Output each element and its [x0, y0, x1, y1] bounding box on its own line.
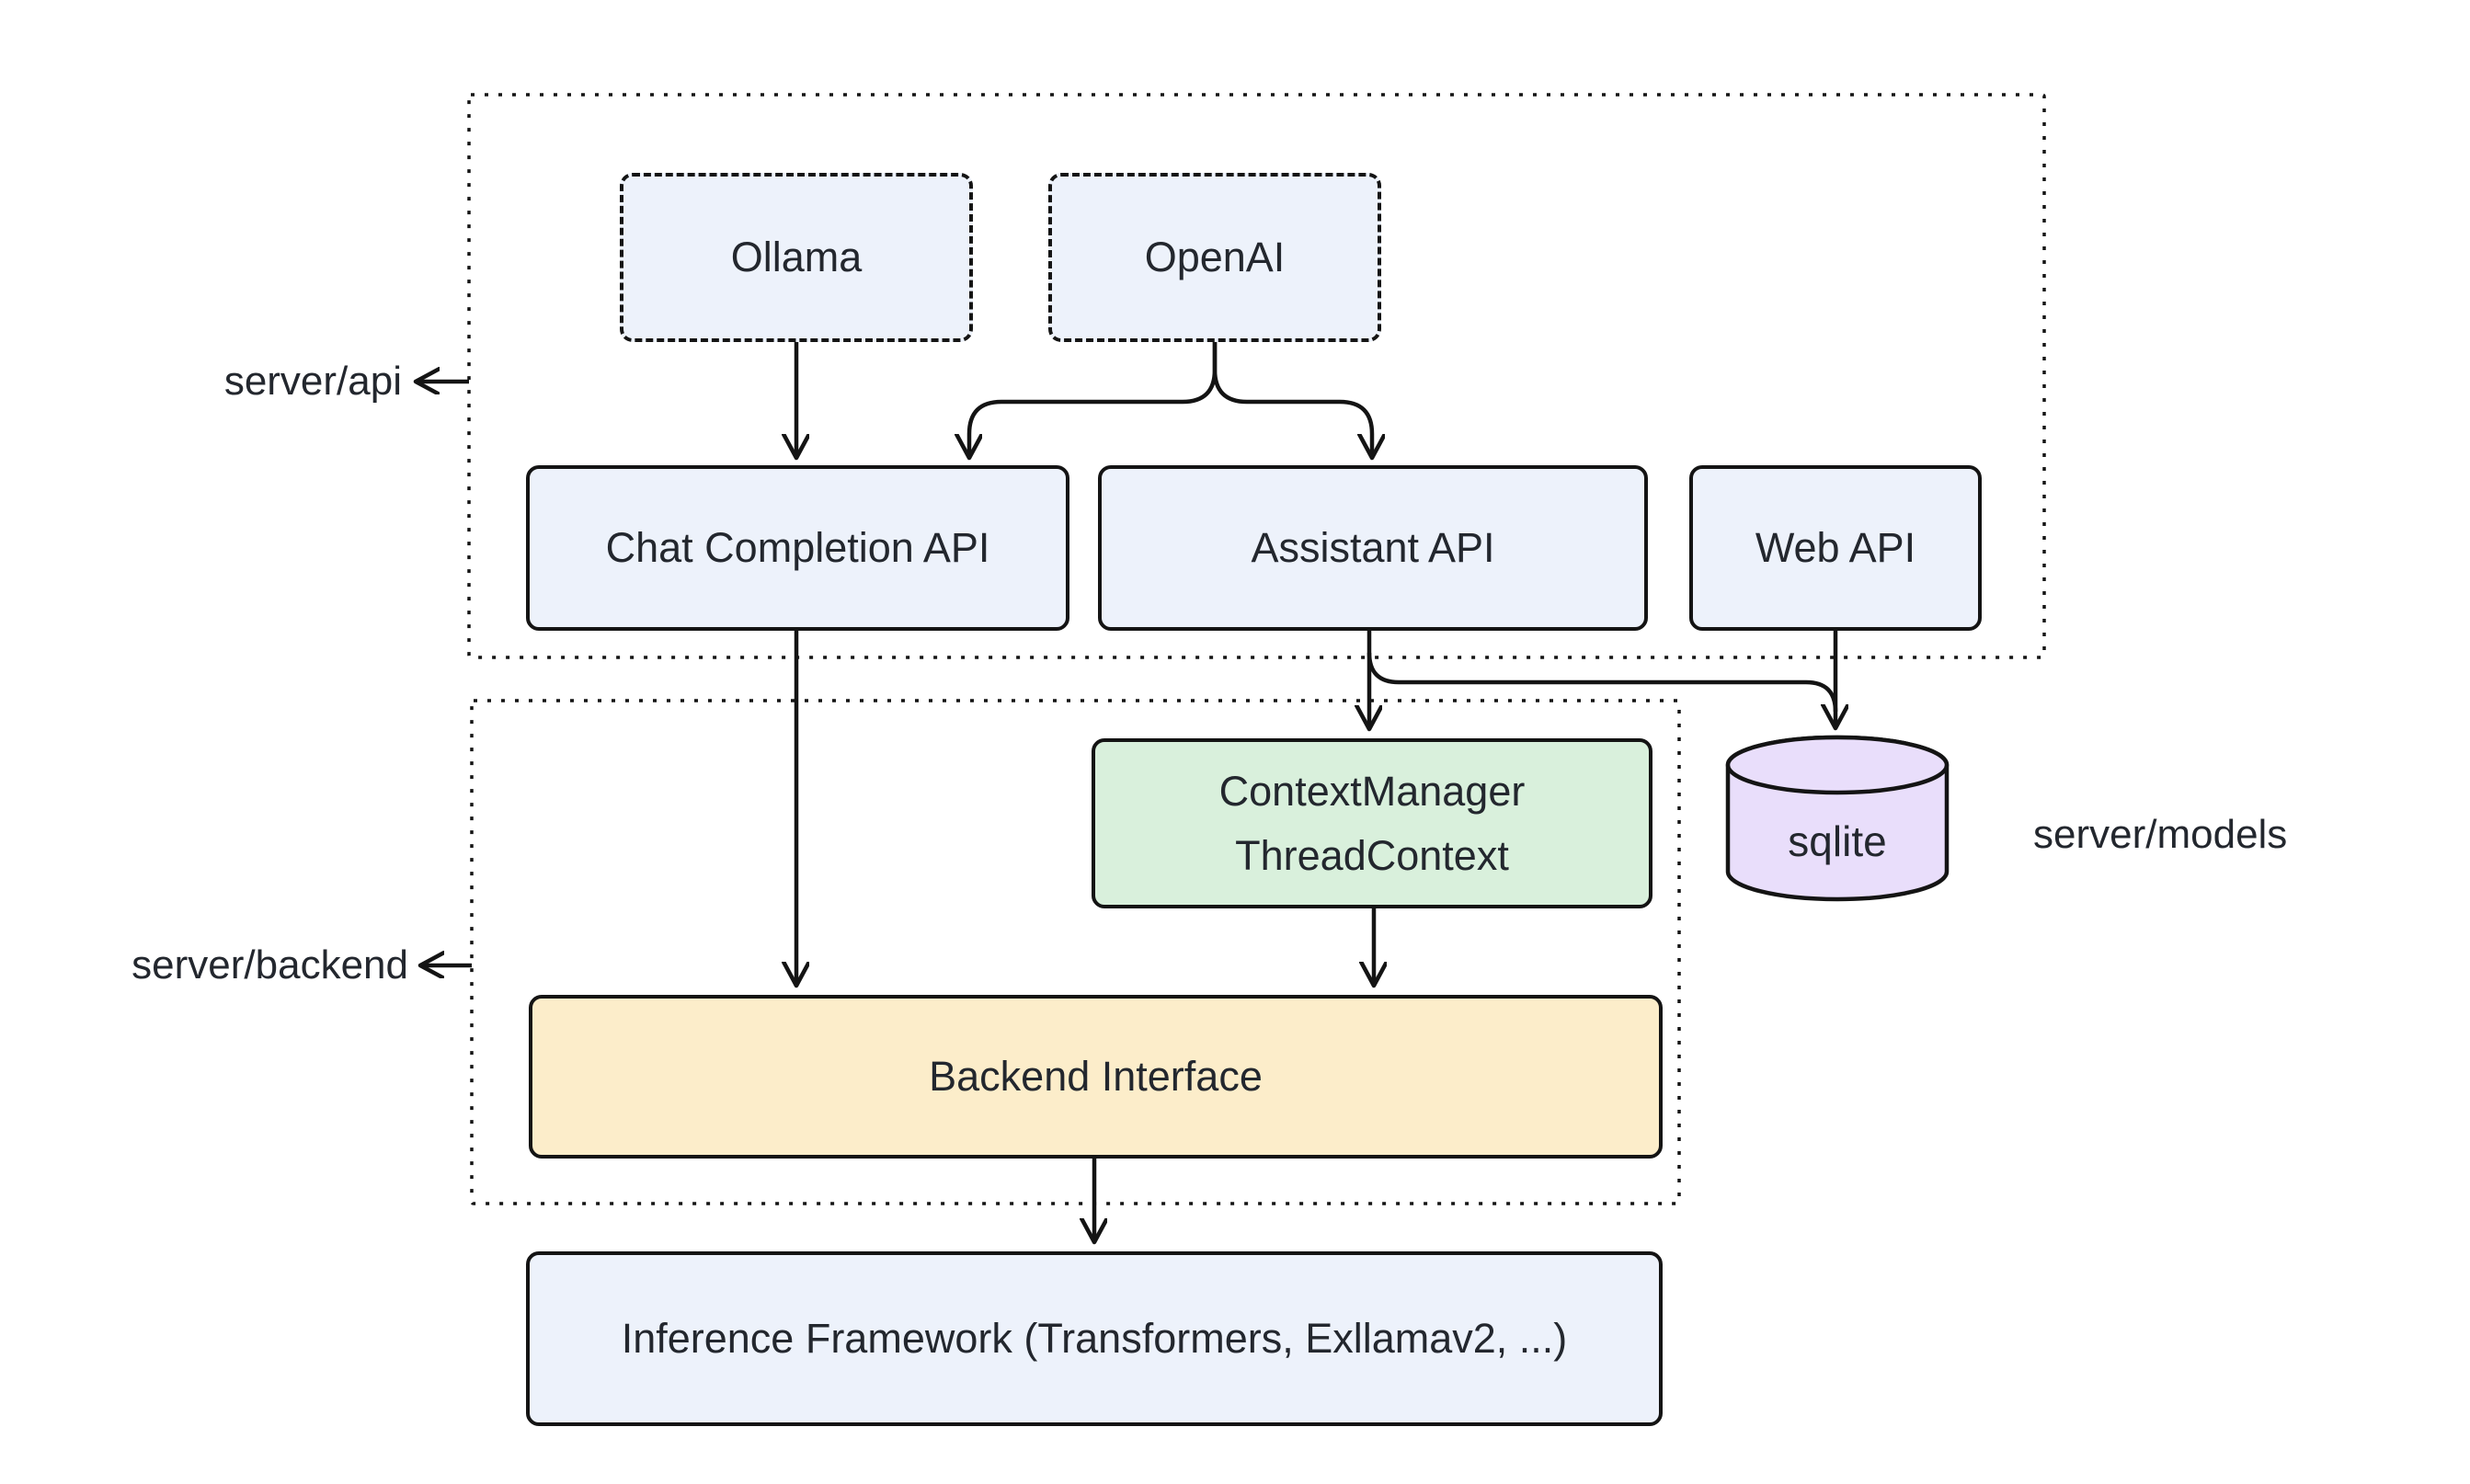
node-sqlite-label: sqlite	[1788, 817, 1887, 865]
context-manager-line-1: ContextManager	[1218, 767, 1526, 815]
node-backend-interface: Backend Interface	[529, 995, 1663, 1159]
node-assistant-api: Assistant API	[1098, 465, 1648, 631]
server-api-group-border	[467, 93, 2046, 659]
node-chat-completion-api-label: Chat Completion API	[605, 524, 990, 572]
node-context-manager-label: ContextManager ThreadContext	[1219, 759, 1526, 888]
arrow-openai-to-chat-completion	[969, 340, 1218, 458]
node-openai: OpenAI	[1048, 173, 1381, 342]
node-backend-interface-label: Backend Interface	[929, 1053, 1263, 1101]
sqlite-database-cylinder	[1725, 735, 1950, 902]
node-ollama-label: Ollama	[730, 234, 863, 281]
node-context-manager: ContextManager ThreadContext	[1092, 738, 1652, 908]
context-manager-line-2: ThreadContext	[1235, 831, 1509, 879]
group-label-server-backend: server/backend	[132, 942, 408, 987]
node-web-api-label: Web API	[1755, 524, 1916, 572]
node-assistant-api-label: Assistant API	[1251, 524, 1495, 572]
arrow-openai-to-assistant	[1212, 340, 1372, 458]
arrow-assistant-to-sqlite-branch	[1367, 652, 1838, 713]
group-label-server-api: server/api	[223, 359, 402, 404]
node-inference-framework-label: Inference Framework (Transformers, Exlla…	[621, 1315, 1568, 1363]
node-chat-completion-api: Chat Completion API	[526, 465, 1069, 631]
node-inference-framework: Inference Framework (Transformers, Exlla…	[526, 1251, 1663, 1426]
node-web-api: Web API	[1689, 465, 1982, 631]
node-openai-label: OpenAI	[1144, 234, 1286, 281]
node-ollama: Ollama	[620, 173, 973, 342]
group-label-server-models: server/models	[2033, 812, 2288, 857]
